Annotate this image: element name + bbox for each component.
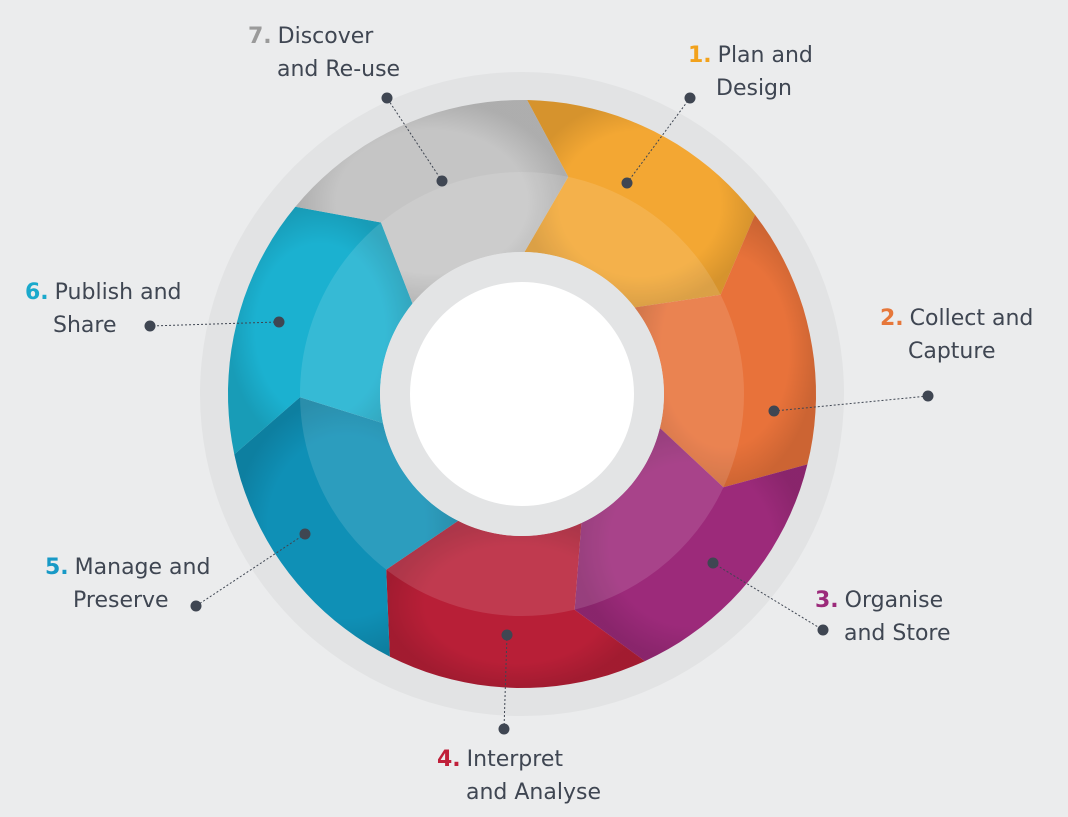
stage-number: 6. [25,280,49,305]
leader-dot-icon [144,320,156,332]
segment-shading [574,428,808,662]
leader-line-1 [626,97,691,184]
segment-shading [524,100,755,308]
leader-dot-icon [381,92,393,104]
segment-shading [386,520,645,688]
leader-dot-icon [498,723,510,735]
stage-number: 2. [880,306,904,331]
stage-text: Manage and [74,555,211,580]
stage-text: Discover [277,24,374,49]
stage-text: and Store [844,621,951,646]
stage-text: Organise [844,588,944,613]
stage-text: Collect and [909,306,1034,331]
segment-shading [234,397,459,657]
leader-line-2 [773,395,929,412]
leader-dot-icon [621,177,633,189]
leader-dot-icon [273,316,285,328]
inner-band [300,172,744,616]
leader-dot-icon [299,528,311,540]
stage-text: and Analyse [466,780,601,805]
stage-number: 5. [45,555,69,580]
stage-text: and Re-use [277,57,401,82]
stage-text: Capture [908,339,996,364]
stage-number: 4. [437,747,461,772]
segment-shading [295,100,569,304]
leader-dot-icon [501,629,513,641]
leader-dot-icon [707,557,719,569]
center-circle [410,282,634,506]
stage-text: Design [716,76,792,101]
stage-text: Plan and [717,43,813,68]
stage-text: Share [53,313,117,338]
stage-number: 3. [815,588,839,613]
leader-line-7 [386,97,443,182]
stage-label-7: 7.Discover and Re-use [248,20,400,86]
leader-line-5 [195,533,306,607]
leader-dot-icon [684,92,696,104]
leader-dot-icon [190,600,202,612]
stage-number: 7. [248,24,272,49]
leader-dot-icon [436,175,448,187]
stage-label-4: 4.Interpret and Analyse [437,743,601,809]
stage-text: Publish and [54,280,182,305]
stage-text: Interpret [466,747,563,772]
segment-shading [228,206,413,455]
stage-text: Preserve [73,588,169,613]
leader-line-3 [712,562,824,631]
leader-dot-icon [922,390,934,402]
leader-dot-icon [768,405,780,417]
stage-label-3: 3.Organise and Store [815,584,951,650]
segment-shading [634,214,816,488]
leader-line-6 [149,321,280,327]
stage-number: 1. [688,43,712,68]
leader-dot-icon [817,624,829,636]
